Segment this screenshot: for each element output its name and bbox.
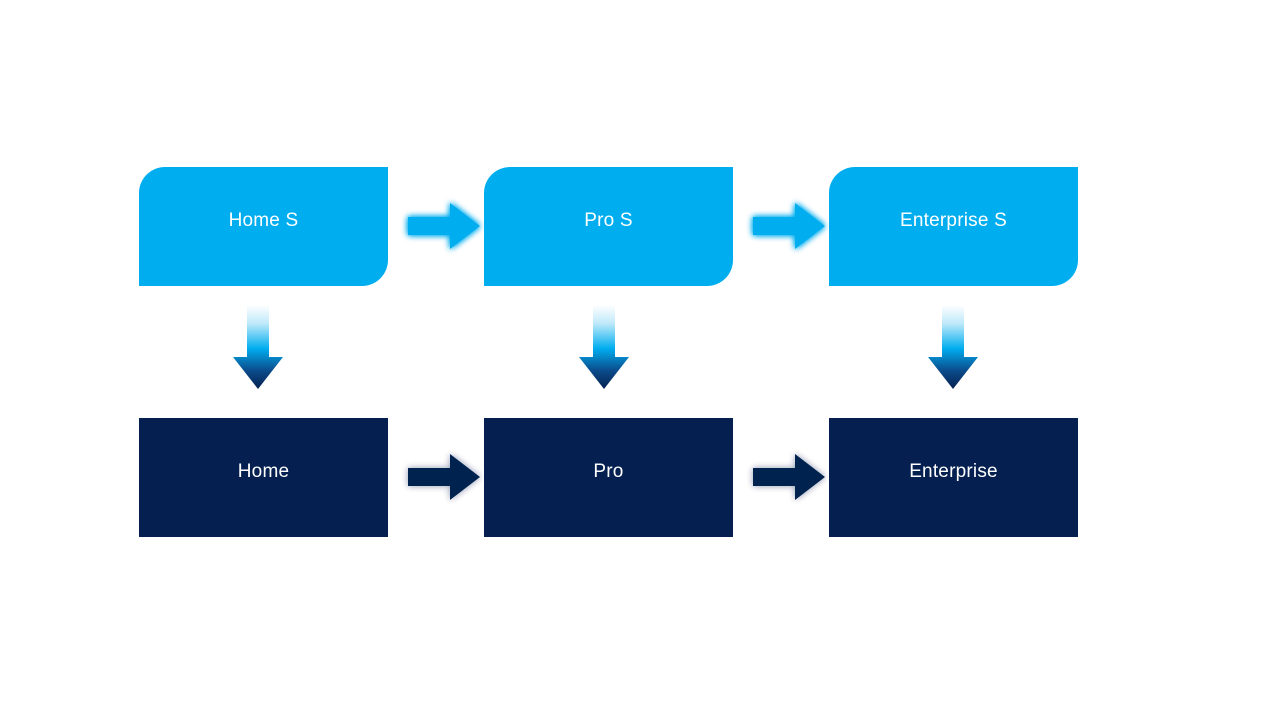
box-home-s[interactable]: Home S [139,167,388,286]
box-enterprise[interactable]: Enterprise [829,418,1078,537]
box-home-s-label: Home S [228,210,299,231]
box-pro-s[interactable]: Pro S [484,167,733,286]
arrow-pro-to-enterprise-icon [749,448,829,506]
arrow-pro-s-to-enterprise-s-icon [749,197,829,255]
arrow-enterprise-s-to-enterprise-icon [926,305,980,391]
box-enterprise-s[interactable]: Enterprise S [829,167,1078,286]
box-home[interactable]: Home [139,418,388,537]
arrow-home-to-pro-icon [404,448,484,506]
arrow-pro-s-to-pro-icon [577,305,631,391]
box-pro[interactable]: Pro [484,418,733,537]
arrow-home-s-to-home-icon [231,305,285,391]
box-pro-label: Pro [593,461,624,482]
box-pro-s-label: Pro S [584,210,633,231]
box-home-label: Home [237,461,290,482]
box-enterprise-s-label: Enterprise S [900,210,1007,231]
box-enterprise-label: Enterprise [909,461,998,482]
arrow-home-s-to-pro-s-icon [404,197,484,255]
